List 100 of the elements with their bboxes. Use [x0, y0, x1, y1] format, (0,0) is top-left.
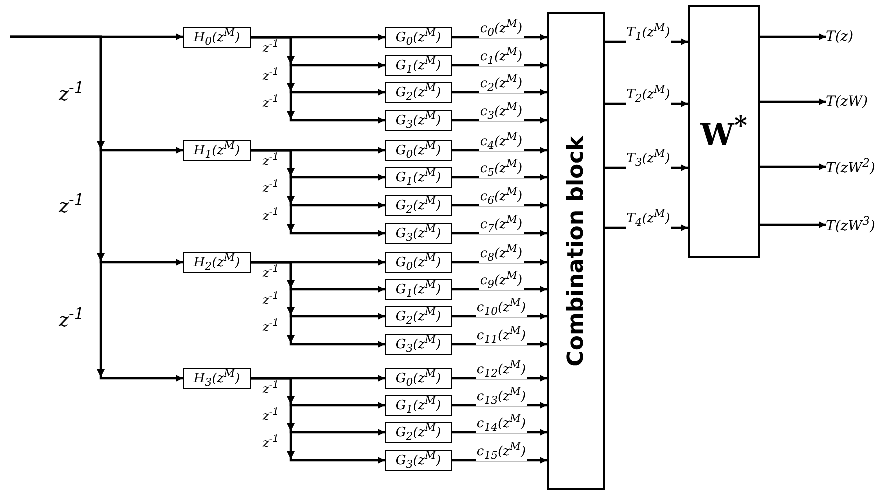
arrow	[452, 62, 547, 69]
filter-block	[385, 252, 452, 273]
edge-label: c$_{0}$(z$^{M}$)	[479, 18, 524, 38]
filter-block	[183, 27, 251, 48]
delay-symbol: z$^{-1}$	[262, 435, 280, 449]
arrow	[251, 261, 385, 348]
arrow	[452, 230, 547, 237]
filter-block	[385, 334, 452, 355]
filter-block	[183, 252, 251, 273]
edge-label: c$_{2}$(z$^{M}$)	[479, 74, 524, 94]
filter-block	[385, 27, 452, 48]
arrow	[251, 149, 385, 237]
filter-block	[385, 167, 452, 188]
edge-label: T$_{1}$(z$^{M}$)	[626, 23, 672, 43]
transfer-function: G$_{0}$(z$^{M}$)	[396, 252, 442, 272]
transfer-function: H$_{3}$(z$^{M}$)	[194, 368, 240, 388]
delay-symbol: z$^{-1}$	[262, 68, 280, 82]
arrow	[452, 375, 547, 382]
edge-label: c$_{7}$(z$^{M}$)	[479, 214, 524, 234]
transfer-function: G$_{0}$(z$^{M}$)	[396, 140, 442, 160]
edge-label: T$_{2}$(z$^{M}$)	[626, 85, 672, 105]
transfer-function: G$_{3}$(z$^{M}$)	[396, 450, 442, 470]
edge-label: c$_{1}$(z$^{M}$)	[479, 46, 524, 66]
transfer-function: G$_{1}$(z$^{M}$)	[396, 396, 442, 416]
edge-label: c$_{5}$(z$^{M}$)	[479, 158, 524, 178]
edge-label: c$_{13}$(z$^{M}$)	[476, 386, 528, 406]
edge-label: c$_{9}$(z$^{M}$)	[479, 270, 524, 290]
filter-block	[385, 395, 452, 416]
arrow	[760, 222, 826, 228]
filter-block	[385, 306, 452, 327]
transfer-function: G$_{3}$(z$^{M}$)	[396, 110, 442, 130]
arrow	[251, 377, 385, 464]
delay-symbol: z$^{-1}$	[262, 319, 280, 333]
filter-block	[385, 110, 452, 131]
transfer-function: G$_{2}$(z$^{M}$)	[396, 196, 442, 216]
filter-block	[385, 55, 452, 76]
transfer-function: G$_{3}$(z$^{M}$)	[396, 334, 442, 354]
filter-block	[385, 422, 452, 443]
edge-label: c$_{8}$(z$^{M}$)	[479, 244, 524, 264]
filter-block	[385, 195, 452, 216]
edge-label: c$_{11}$(z$^{M}$)	[476, 326, 528, 346]
edge-label: c$_{3}$(z$^{M}$)	[479, 102, 524, 122]
arrow	[760, 34, 826, 40]
filter-block	[183, 140, 251, 161]
transfer-function: G$_{2}$(z$^{M}$)	[396, 422, 442, 442]
edge-label: c$_{4}$(z$^{M}$)	[479, 132, 524, 152]
delay-symbol: z$^{-1}$	[262, 180, 280, 194]
delay-symbol: z$^{-1}$	[58, 192, 86, 216]
transfer-function: G$_{1}$(z$^{M}$)	[396, 168, 442, 188]
arrow	[251, 36, 385, 124]
edge-label: c$_{14}$(z$^{M}$)	[476, 414, 528, 434]
transfer-function: H$_{0}$(z$^{M}$)	[194, 28, 240, 48]
edge-label: T$_{3}$(z$^{M}$)	[626, 149, 672, 169]
filter-block	[385, 279, 452, 300]
filter-block	[385, 140, 452, 161]
delay-symbol: z$^{-1}$	[262, 40, 280, 54]
arrow	[452, 341, 547, 348]
delay-symbol: z$^{-1}$	[262, 208, 280, 222]
delay-symbol: z$^{-1}$	[262, 265, 280, 279]
output-signal-label: T(z)	[826, 30, 854, 44]
transfer-function: G$_{2}$(z$^{M}$)	[396, 306, 442, 326]
transfer-function: G$_{2}$(z$^{M}$)	[396, 82, 442, 102]
arrow	[452, 202, 547, 209]
arrow	[452, 259, 547, 266]
filter-block	[385, 368, 452, 389]
output-signal-label: T(zW)	[826, 95, 868, 109]
transfer-function: H$_{1}$(z$^{M}$)	[194, 140, 240, 160]
matrix-block	[688, 5, 760, 258]
arrow	[452, 429, 547, 436]
arrow	[760, 164, 826, 170]
block-title: Combination block	[564, 136, 588, 366]
arrow	[452, 174, 547, 181]
filter-block	[385, 82, 452, 103]
arrow	[10, 36, 183, 382]
arrow	[452, 313, 547, 320]
arrow	[452, 147, 547, 154]
output-signal-label: T(zW$^{3}$)	[826, 216, 876, 234]
delay-symbol: z$^{-1}$	[58, 306, 86, 330]
arrow	[452, 402, 547, 409]
delay-symbol: z$^{-1}$	[262, 381, 280, 395]
arrow	[452, 457, 547, 464]
transfer-function: G$_{0}$(z$^{M}$)	[396, 28, 442, 48]
delay-symbol: z$^{-1}$	[262, 95, 280, 109]
arrow	[760, 98, 826, 106]
matrix-symbol: W$^{*}$	[700, 110, 748, 152]
edge-label: c$_{12}$(z$^{M}$)	[476, 360, 528, 380]
output-signal-label: T(zW$^{2}$)	[826, 158, 876, 176]
transfer-function: G$_{1}$(z$^{M}$)	[396, 56, 442, 76]
filter-block	[183, 368, 251, 389]
transfer-function: H$_{2}$(z$^{M}$)	[194, 252, 240, 272]
delay-symbol: z$^{-1}$	[262, 408, 280, 422]
edge-label: T$_{4}$(z$^{M}$)	[626, 209, 672, 229]
arrow	[452, 34, 547, 41]
arrow	[452, 286, 547, 293]
delay-symbol: z$^{-1}$	[262, 292, 280, 306]
delay-symbol: z$^{-1}$	[58, 80, 86, 104]
arrow	[452, 117, 547, 124]
arrow	[452, 89, 547, 96]
transfer-function: G$_{3}$(z$^{M}$)	[396, 224, 442, 244]
edge-label: c$_{10}$(z$^{M}$)	[476, 298, 528, 318]
